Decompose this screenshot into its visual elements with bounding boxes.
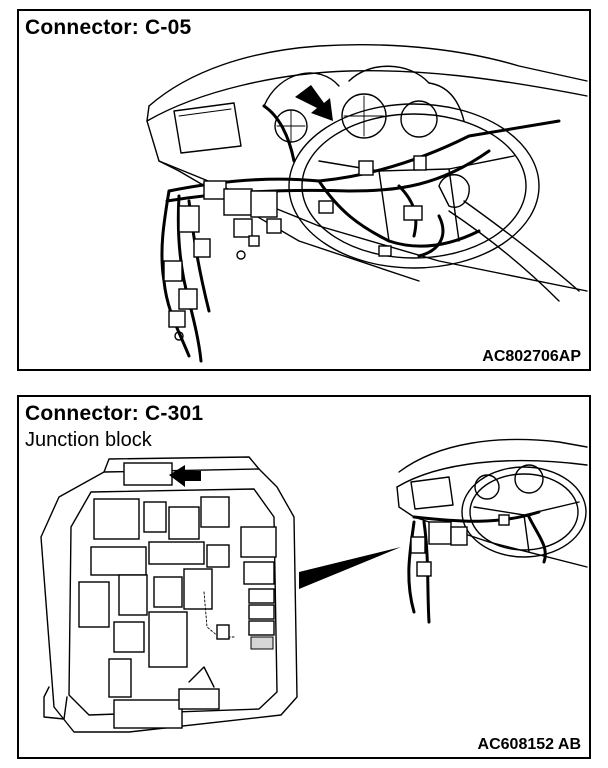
dashboard-harness-illustration [146,44,588,363]
arrow-icon [169,465,201,487]
panel-subtitle: Junction block [25,429,152,451]
figure-code: AC608152 AB [477,736,581,753]
connector-c05-panel: Connector: C-05 AC802706AP [17,9,591,371]
panel-title: Connector: C-301 [25,402,204,425]
panel-title: Connector: C-05 [25,16,192,39]
junction-block-illustration [40,438,588,733]
connector-c301-panel: Connector: C-301 Junction block AC608152… [17,395,591,759]
arrow-icon [295,85,333,121]
pointer-wedge [299,547,401,589]
figure-code: AC802706AP [482,348,581,365]
